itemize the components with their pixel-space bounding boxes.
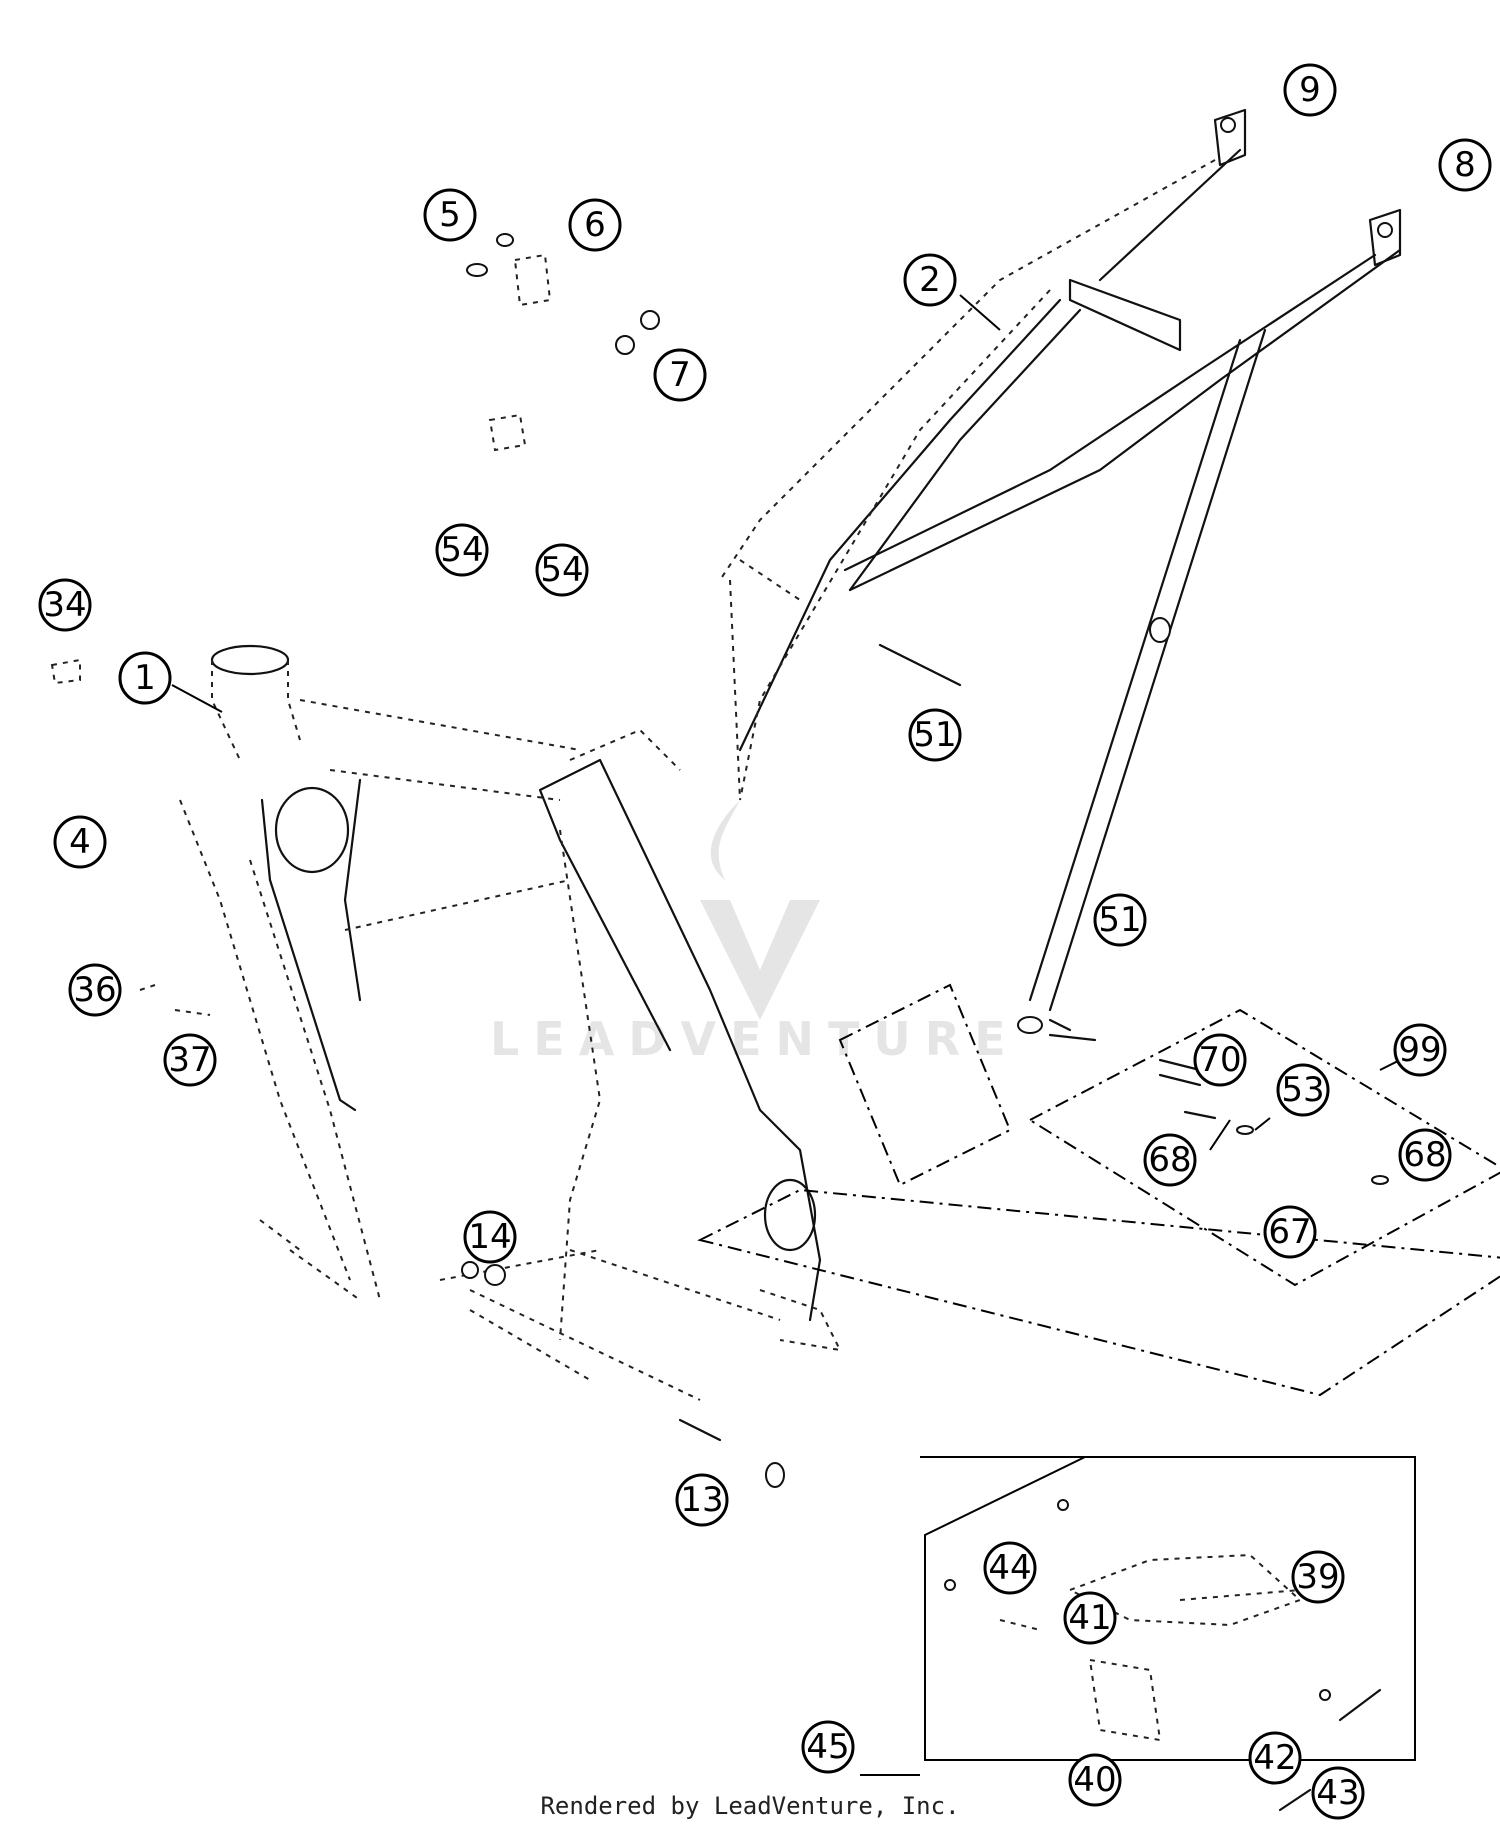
callout-label: 39 — [1296, 1557, 1339, 1597]
callout-label: 67 — [1268, 1212, 1311, 1252]
callout-39: 39 — [1291, 1550, 1345, 1604]
callout-label: 51 — [1098, 900, 1141, 940]
callout-13: 13 — [675, 1473, 729, 1527]
callout-51a: 51 — [908, 708, 962, 762]
callout-label: 68 — [1403, 1135, 1446, 1175]
kit-box-99 — [697, 983, 1500, 1397]
callout-4: 4 — [53, 815, 107, 869]
kit-box-45 — [920, 1456, 1416, 1812]
callout-label: 43 — [1316, 1773, 1359, 1813]
callout-1: 1 — [118, 651, 172, 705]
callout-42: 42 — [1248, 1731, 1302, 1785]
callout-label: 8 — [1454, 145, 1476, 185]
bolt-parts — [878, 643, 1097, 1042]
callout-label: 9 — [1299, 70, 1321, 110]
small-frame-parts — [50, 658, 211, 1016]
callout-34: 34 — [38, 578, 92, 632]
callout-68a: 68 — [1143, 1133, 1197, 1187]
callout-label: 4 — [69, 822, 91, 862]
callout-label: 68 — [1148, 1140, 1191, 1180]
callout-14: 14 — [463, 1210, 517, 1264]
callout-41: 41 — [1063, 1591, 1117, 1645]
callout-51b: 51 — [1093, 893, 1147, 947]
callout-5: 5 — [423, 188, 477, 242]
callout-label: 40 — [1073, 1760, 1116, 1800]
callout-label: 70 — [1198, 1040, 1241, 1080]
leadventure-watermark: LEADVENTURE — [490, 800, 1020, 1066]
callout-53: 53 — [1276, 1063, 1330, 1117]
callout-43: 43 — [1311, 1766, 1365, 1820]
callout-label: 44 — [988, 1548, 1031, 1588]
callout-label: 1 — [134, 658, 156, 698]
callout-label: 37 — [168, 1040, 211, 1080]
callout-label: 36 — [73, 970, 116, 1010]
callout-54a: 54 — [435, 523, 489, 577]
swingarm-bolt-parts — [484, 1264, 785, 1488]
callout-label: 53 — [1281, 1070, 1324, 1110]
main-frame-part — [179, 644, 842, 1401]
callout-44: 44 — [983, 1541, 1037, 1595]
callout-37: 37 — [163, 1033, 217, 1087]
callout-8: 8 — [1438, 138, 1492, 192]
callout-label: 7 — [669, 355, 691, 395]
callout-label: 54 — [540, 550, 583, 590]
callout-9: 9 — [1283, 63, 1337, 117]
callout-label: 51 — [913, 715, 956, 755]
callout-label: 5 — [439, 195, 461, 235]
callout-label: 14 — [468, 1217, 511, 1257]
callout-label: 99 — [1398, 1030, 1441, 1070]
callout-2: 2 — [903, 253, 957, 307]
callout-label: 6 — [584, 205, 606, 245]
footer-attribution: Rendered by LeadVenture, Inc. — [540, 1792, 960, 1820]
subframe-part — [719, 108, 1402, 1012]
callout-99: 99 — [1393, 1023, 1447, 1077]
callout-label: 41 — [1068, 1598, 1111, 1638]
callout-label: 34 — [43, 585, 86, 625]
callout-label: 45 — [806, 1727, 849, 1767]
flame-logo-icon — [700, 800, 820, 1020]
callout-70: 70 — [1193, 1033, 1247, 1087]
callout-67: 67 — [1263, 1205, 1317, 1259]
callout-label: 54 — [440, 530, 483, 570]
callout-label: 13 — [680, 1480, 723, 1520]
callout-68b: 68 — [1398, 1128, 1452, 1182]
callout-6: 6 — [568, 198, 622, 252]
callout-7: 7 — [653, 348, 707, 402]
watermark-text: LEADVENTURE — [490, 1012, 1020, 1066]
callout-54b: 54 — [535, 543, 589, 597]
bearing-parts — [466, 233, 660, 452]
callout-label: 2 — [919, 260, 941, 300]
callout-45: 45 — [801, 1720, 855, 1774]
callout-40: 40 — [1068, 1753, 1122, 1807]
callout-36: 36 — [68, 963, 122, 1017]
callout-label: 42 — [1253, 1738, 1296, 1778]
